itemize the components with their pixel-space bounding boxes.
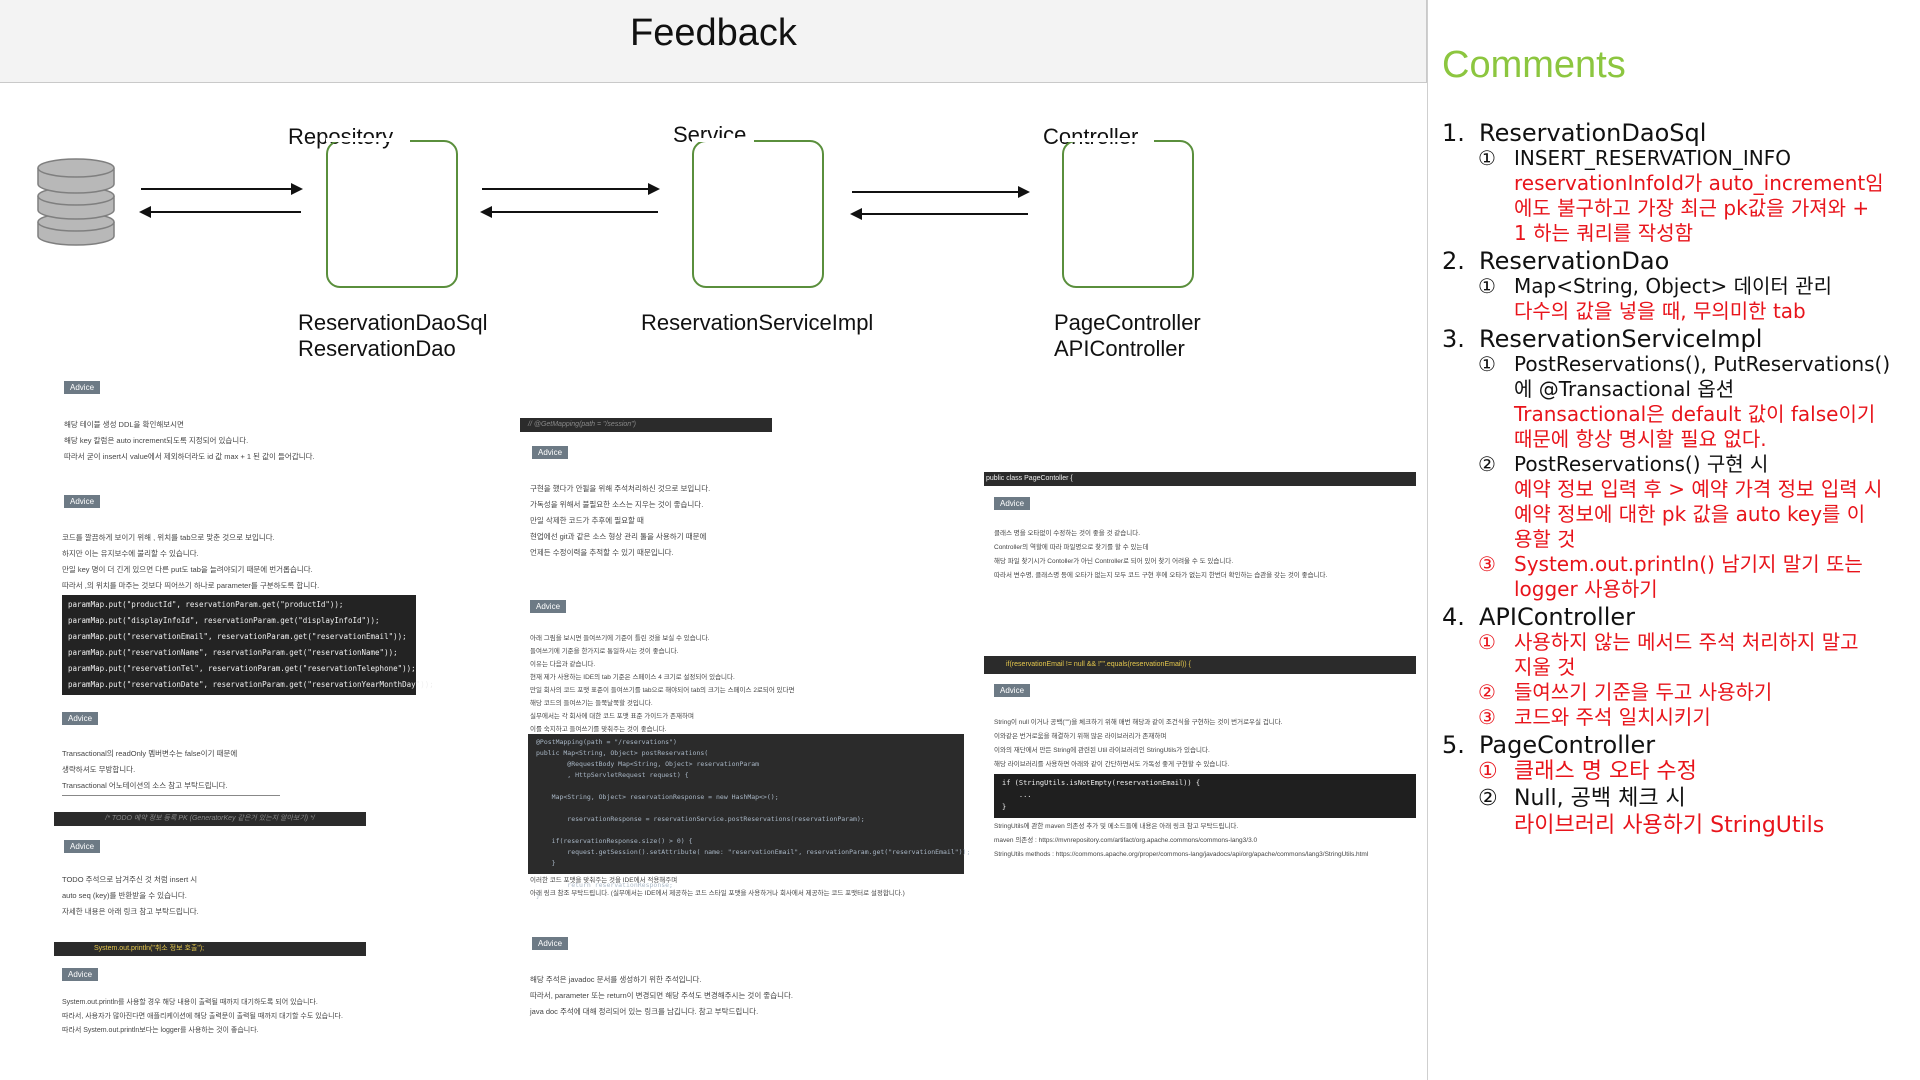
comment-sub: ① INSERT_RESERVATION_INFO (1478, 146, 1791, 170)
advice-badge: Advice (64, 381, 101, 394)
advice-badge: Advice (994, 684, 1031, 697)
page-title: Feedback (630, 12, 797, 54)
advice-text-indentation: 아래 그림을 보시면 들여쓰기에 기준이 틀린 것을 보실 수 있습니다.들여쓰… (530, 635, 795, 733)
advice-badge: Advice (532, 937, 569, 950)
advice-text-javadoc: 해당 주석은 javadoc 문서를 생성하기 위한 주석입니다.따라서, pa… (530, 975, 793, 1016)
advice-text-transactional: Transactional의 readOnly 멤버변수는 false이기 때문… (62, 746, 280, 796)
arrow-repository-to-service (482, 183, 660, 195)
advice-badge: Advice (994, 497, 1031, 510)
println-code-bar: System.out.println("취소 정보 호출"); (54, 942, 366, 956)
advice-badge: Advice (64, 495, 101, 508)
ide-post-reservations-code: @PostMapping(path = "/reservations") pub… (528, 734, 970, 900)
advice-text-println: System.out.println를 사용할 경우 해당 내용이 출력될 때까… (62, 999, 343, 1034)
advice-text-stringutils: String이 null 이거나 공백("")을 체크하기 위해 매번 해당과 … (994, 719, 1283, 768)
controller-impls: PageController APIController (1054, 310, 1201, 362)
advice-badge: Advice (530, 600, 567, 613)
repository-impls: ReservationDaoSql ReservationDao (298, 310, 488, 362)
advice-text-stringutils-links: StringUtils에 관한 maven 의존성 추가 및 메소드들에 내용은… (994, 823, 1369, 858)
comment-item-label: ReservationDao (1479, 247, 1670, 275)
comment-item: 5. PageController (1442, 731, 1656, 759)
comment-sub: ① 클래스 명 오타 수정 (1478, 759, 1697, 784)
impl-reservation-dao-sql: ReservationDaoSql (298, 310, 488, 335)
architecture-diagram: Repository ReservationDaoSql Reservation… (0, 84, 1427, 374)
layer-label-controller: Controller (1043, 124, 1139, 149)
comment-item-label: ReservationServiceImpl (1479, 325, 1763, 353)
class-declaration-bar: public class PageContoller { (984, 472, 1416, 486)
impl-reservation-service-impl: ReservationServiceImpl (641, 310, 874, 335)
comment-note: 라이브러리 사용하기 StringUtils (1514, 813, 1825, 838)
comments-title: Comments (1442, 44, 1626, 86)
comment-sub: ① PostReservations(), PutReservations()에… (1478, 352, 1891, 401)
advice-text-class-typo: 클래스 명을 오타없이 수정하는 것이 좋을 것 같습니다.Controller… (994, 530, 1328, 579)
comment-item: 3. ReservationServiceImpl (1442, 325, 1763, 353)
comment-item: 4. APIController (1442, 603, 1636, 631)
comment-note: Transactional은 default 값이 false이기 때문에 항상… (1514, 402, 1876, 451)
arrow-db-to-repository (141, 183, 303, 195)
getmapping-comment-bar: // @GetMapping(path = "/session") (520, 418, 772, 432)
comment-note: 다수의 값을 넣을 때, 무의미한 tab (1514, 299, 1806, 323)
todo-comment-bar: /* TODO 예약 정보 등록 PK (GeneratorKey 같은거 있는… (54, 812, 366, 826)
comment-item-label: PageController (1479, 731, 1656, 759)
comments-panel: Comments 1. ReservationDaoSql ① INSERT_R… (1427, 0, 1920, 1080)
comment-sub: ② 들여쓰기 기준을 두고 사용하기 (1478, 680, 1773, 704)
code-parammap-block: paramMap.put("productId", reservationPar… (62, 595, 434, 695)
advice-badge: Advice (532, 446, 569, 459)
advice-badge: Advice (62, 968, 99, 981)
service-box (692, 140, 824, 288)
service-impls: ReservationServiceImpl (641, 310, 873, 336)
database-icon (37, 158, 115, 246)
header-bar: Feedback (0, 0, 1427, 83)
advice-badge: Advice (62, 712, 99, 725)
stringutils-code-block: if (StringUtils.isNotEmpty(reservationEm… (994, 774, 1416, 818)
comment-sub: ② Null, 공백 체크 시 (1478, 786, 1686, 811)
comment-note: 예약 정보 입력 후 > 예약 가격 정보 입력 시 예약 정보에 대한 pk … (1514, 477, 1883, 551)
comment-sub: ② PostReservations() 구현 시 (1478, 452, 1769, 476)
advice-badge: Advice (64, 840, 101, 853)
comment-item-label: ReservationDaoSql (1479, 119, 1707, 147)
layer-label-repository: Repository (288, 124, 394, 149)
comment-item: 2. ReservationDao (1442, 247, 1670, 275)
comment-item-label: APIController (1479, 603, 1636, 631)
arrow-controller-to-service (850, 208, 1028, 220)
repository-box (326, 140, 458, 288)
advice-text-tab-alignment: 코드를 깔끔하게 보이기 위해 , 위치를 tab으로 맞춘 것으로 보입니다.… (62, 533, 320, 590)
null-check-code-bar: if(reservationEmail != null && !"".equal… (984, 656, 1416, 674)
arrow-service-to-controller (852, 186, 1030, 198)
comment-sub: ③ 코드와 주석 일치시키기 (1478, 705, 1711, 729)
impl-api-controller: APIController (1054, 336, 1185, 361)
comment-item: 1. ReservationDaoSql (1442, 119, 1707, 147)
comments-list: 1. ReservationDaoSql ① INSERT_RESERVATIO… (1442, 118, 1912, 839)
arrow-service-to-repository (480, 206, 658, 218)
arrow-repository-to-db (139, 206, 301, 218)
comment-sub: ① Map<String, Object> 데이터 관리 (1478, 274, 1832, 298)
impl-reservation-dao: ReservationDao (298, 336, 456, 361)
comment-note: reservationInfoId가 auto_increment임 에도 불구… (1514, 171, 1884, 245)
layer-label-service: Service (673, 122, 747, 147)
controller-box (1062, 140, 1194, 288)
advice-text-commented-code: 구현을 했다가 안될을 위해 주석처리하신 것으로 보입니다.가독성을 위해서 … (530, 484, 711, 557)
impl-page-controller: PageController (1054, 310, 1201, 335)
